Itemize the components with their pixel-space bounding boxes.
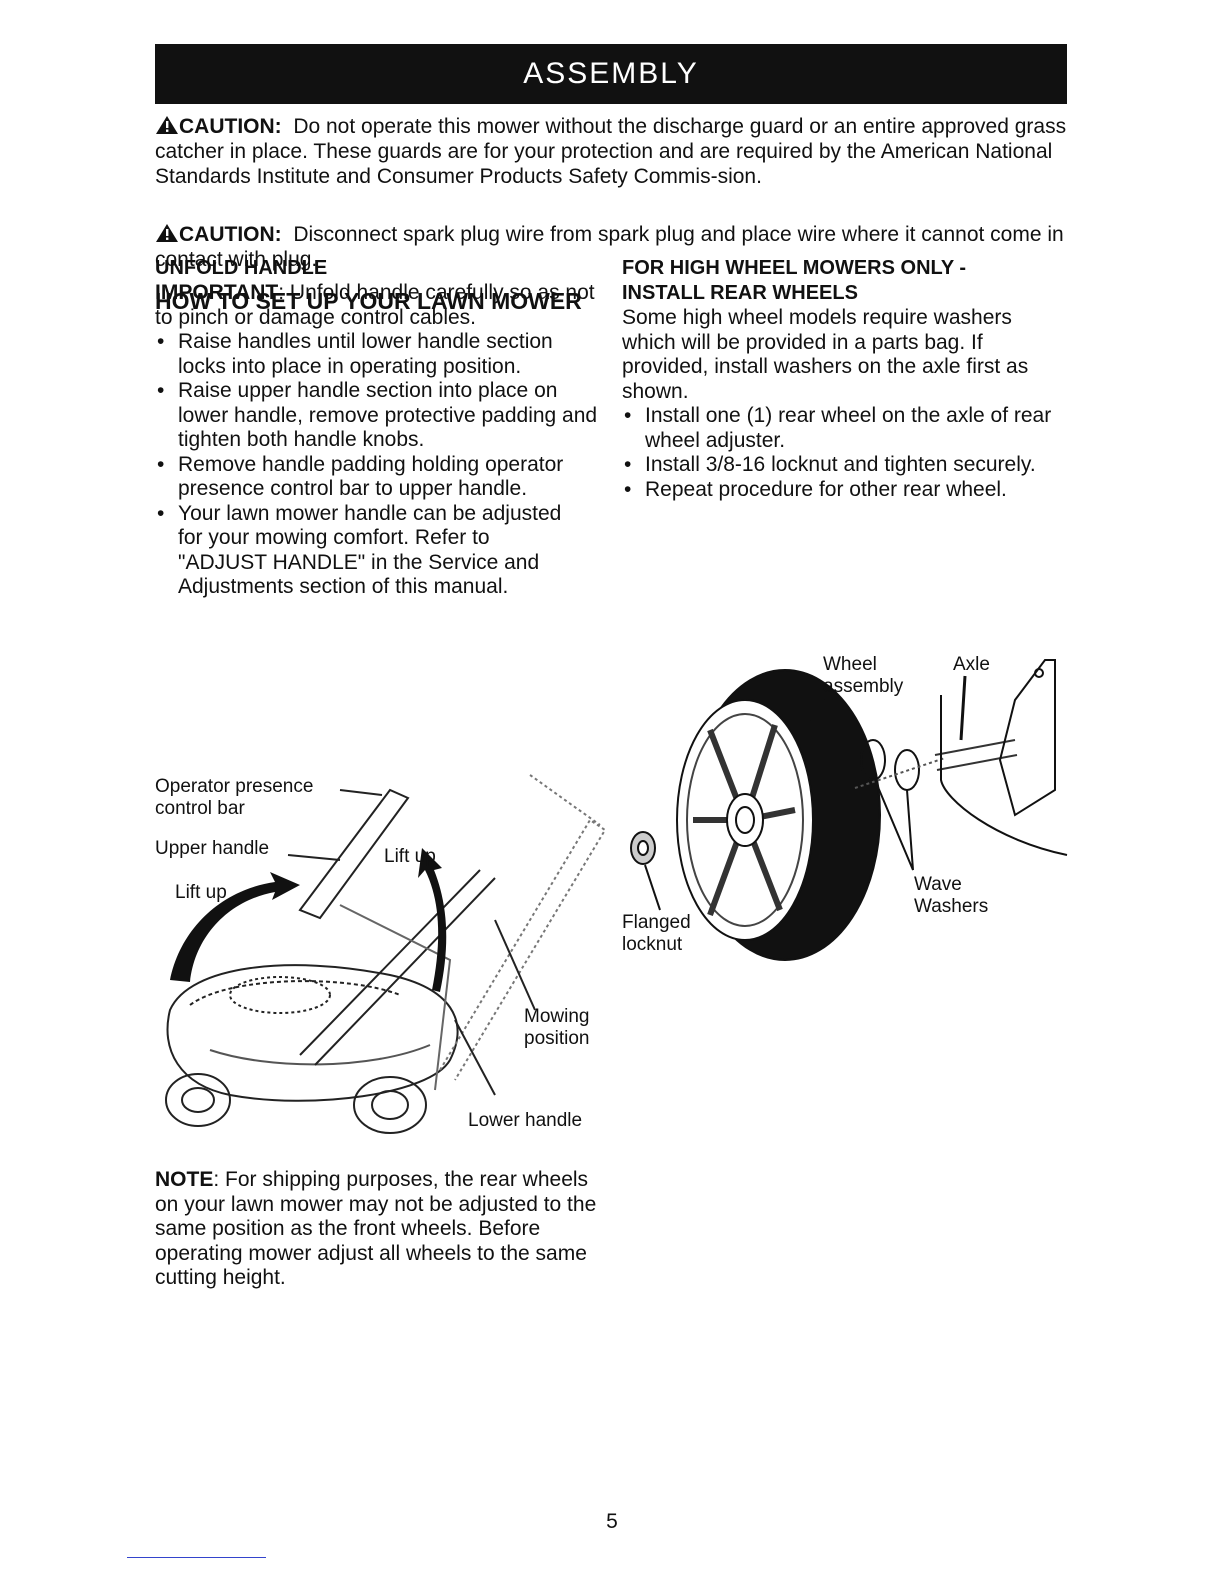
unfold-handle-column: UNFOLD HANDLE IMPORTANT: Unfold handle c… <box>155 256 605 600</box>
label-lower-handle: Lower handle <box>468 1110 583 1131</box>
warning-triangle-icon <box>156 224 178 242</box>
banner-title: ASSEMBLY <box>523 57 699 90</box>
list-item: Raise handles until lower handle section… <box>155 330 605 379</box>
rear-wheels-heading-line1: FOR HIGH WHEEL MOWERS ONLY - <box>622 257 967 279</box>
unfold-steps-list: Raise handles until lower handle section… <box>155 330 605 600</box>
important-paragraph: IMPORTANT: Unfold handle carefully so as… <box>155 281 605 330</box>
label-position: position <box>524 1028 590 1049</box>
label-locknut: locknut <box>622 934 683 955</box>
list-item: Remove handle padding holding operator p… <box>155 453 605 502</box>
label-flanged: Flanged <box>622 912 691 933</box>
label-assembly: assembly <box>823 676 904 697</box>
note-text: : For shipping purposes, the rear wheels… <box>155 1168 597 1289</box>
important-text: : Unfold handle carefully so as not to p… <box>155 281 595 329</box>
rear-wheels-heading-line2: INSTALL REAR WHEELS <box>622 282 858 304</box>
rear-wheels-steps-list: Install one (1) rear wheel on the axle o… <box>622 404 1062 502</box>
label-washers: Washers <box>914 896 989 917</box>
shipping-note: NOTE: For shipping purposes, the rear wh… <box>155 1168 605 1291</box>
list-item: Repeat procedure for other rear wheel. <box>622 478 1062 503</box>
footer-rule <box>127 1557 266 1558</box>
caution-text: Do not operate this mower without the di… <box>155 115 1067 188</box>
list-item: Install 3/8-16 locknut and tighten secur… <box>622 453 1062 478</box>
lawn-mower-handle-illustration <box>165 774 607 1134</box>
caution-spark-plug: CAUTION: Disconnect spark plug wire from… <box>155 222 1070 272</box>
rear-wheel-assembly-illustration <box>630 659 1068 961</box>
unfold-handle-heading: UNFOLD HANDLE <box>155 257 328 279</box>
install-rear-wheels-column: FOR HIGH WHEEL MOWERS ONLY - INSTALL REA… <box>622 256 1062 502</box>
list-item: Install one (1) rear wheel on the axle o… <box>622 404 1062 453</box>
label-mowing: Mowing <box>524 1006 590 1027</box>
label-lift-up-right: Lift up <box>384 846 436 867</box>
label-control-bar: control bar <box>155 798 245 819</box>
caution-label: CAUTION: <box>179 223 282 246</box>
section-title: HOW TO SET UP YOUR LAWN MOWER <box>155 288 582 314</box>
label-upper-handle: Upper handle <box>155 838 270 859</box>
page-number: 5 <box>606 1510 618 1533</box>
caution-text: Disconnect spark plug wire from spark pl… <box>155 223 1064 271</box>
caution-discharge-guard: CAUTION: Do not operate this mower witho… <box>155 114 1070 189</box>
important-label: IMPORTANT <box>155 281 279 304</box>
note-label: NOTE <box>155 1168 214 1191</box>
rear-wheels-intro: Some high wheel models require washers w… <box>622 306 1029 403</box>
list-item: Your lawn mower handle can be adjusted f… <box>155 502 605 600</box>
label-lift-up-left: Lift up <box>175 882 227 903</box>
warning-triangle-icon <box>156 116 178 134</box>
caution-label: CAUTION: <box>179 115 282 138</box>
label-wave: Wave <box>914 874 962 895</box>
section-banner: ASSEMBLY <box>155 44 1067 104</box>
list-item: Raise upper handle section into place on… <box>155 379 605 453</box>
label-wheel: Wheel <box>823 654 877 675</box>
label-operator-presence: Operator presence <box>155 776 314 797</box>
label-axle: Axle <box>953 654 990 675</box>
